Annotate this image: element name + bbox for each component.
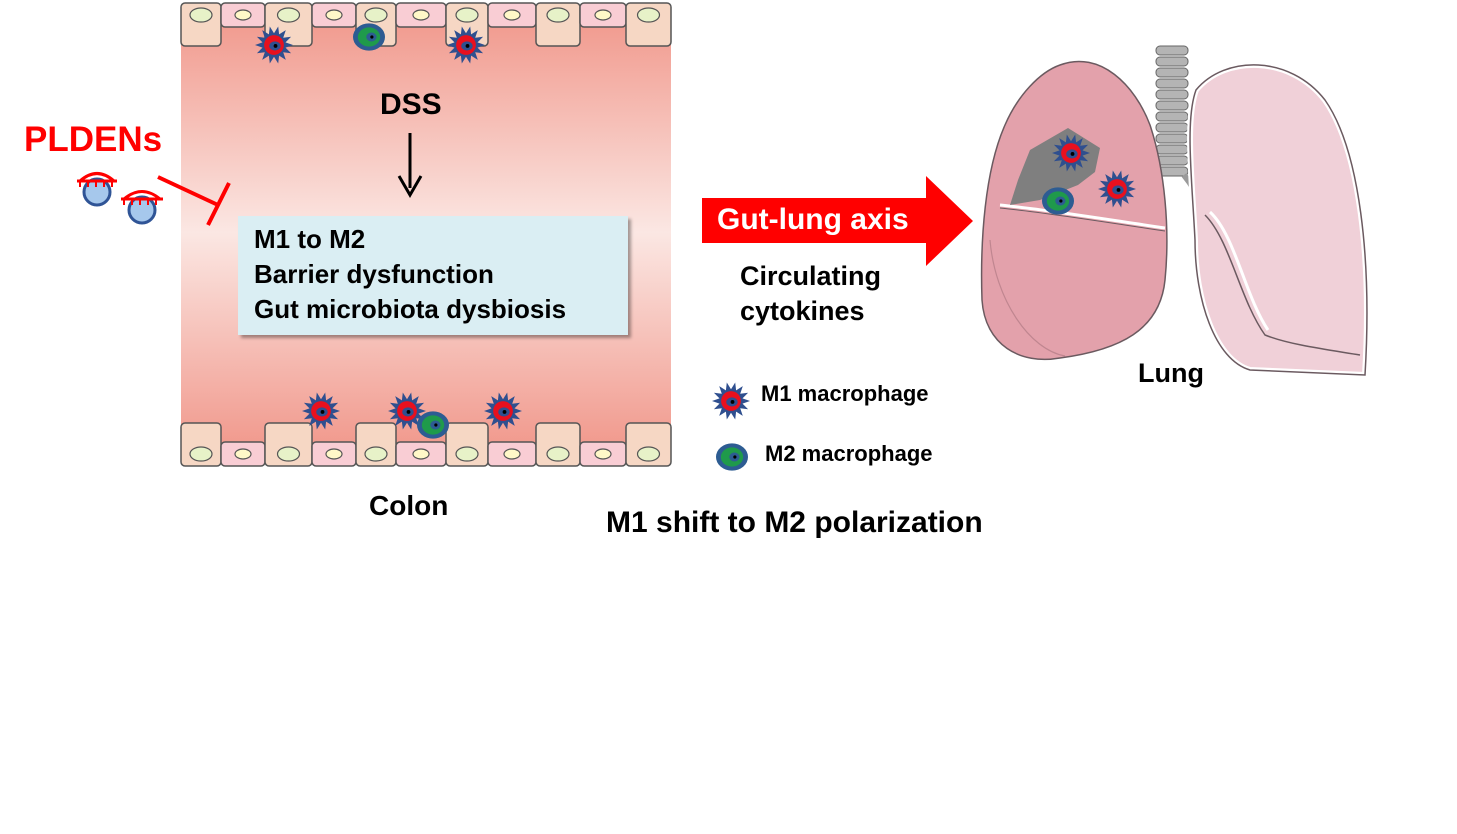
m2-macrophage-icon	[716, 443, 748, 471]
lung-left-lobe	[980, 60, 1168, 361]
m1-macrophage-icon	[447, 26, 485, 64]
bottom-epithelium	[180, 422, 672, 467]
m2-macrophage-icon	[716, 443, 748, 471]
inhibition-arrow-icon	[157, 175, 231, 226]
dss-arrow-head	[397, 175, 423, 198]
legend-icons	[712, 382, 750, 471]
lung-macrophages	[1042, 134, 1136, 215]
top-epithelium	[180, 2, 672, 47]
colon-label: Colon	[369, 490, 449, 521]
m1-legend-label: M1 macrophage	[761, 381, 929, 406]
dss-label: DSS	[380, 88, 442, 121]
circulating-label: Circulating	[740, 261, 882, 291]
m2-macrophage-icon	[417, 411, 449, 439]
m1-macrophage-icon	[484, 392, 522, 430]
box-line-1: M1 to M2	[254, 224, 366, 254]
lung-illustration	[980, 45, 1370, 379]
box-line-3: Gut microbiota dysbiosis	[254, 294, 567, 324]
gut-lung-axis-label: Gut-lung axis	[717, 203, 909, 236]
m1-macrophage-icon	[712, 382, 750, 420]
pldens-graphic	[77, 172, 231, 226]
lung-label: Lung	[1138, 358, 1204, 388]
m1-macrophage-icon	[255, 26, 293, 64]
box-line-2: Barrier dysfunction	[254, 259, 494, 289]
m2-legend-label: M2 macrophage	[765, 441, 933, 466]
m2-macrophage-icon	[353, 23, 385, 51]
m2-macrophage-icon	[1042, 187, 1074, 215]
m1-macrophage-icon	[388, 392, 426, 430]
pldens-label: PLDENs	[24, 120, 163, 159]
pldens-icon	[77, 172, 163, 225]
colon-macrophages	[255, 23, 522, 439]
m1-macrophage-icon	[1098, 170, 1136, 208]
m1-macrophage-icon	[302, 392, 340, 430]
m1-macrophage-icon	[1052, 134, 1090, 172]
gut-lung-arrow	[702, 176, 973, 266]
effects-box: M1 to M2 Barrier dysfunction Gut microbi…	[238, 216, 628, 335]
caption: M1 shift to M2 polarization	[606, 506, 983, 539]
m1-macrophage-icon	[712, 382, 750, 420]
cytokines-label: cytokines	[740, 296, 865, 326]
